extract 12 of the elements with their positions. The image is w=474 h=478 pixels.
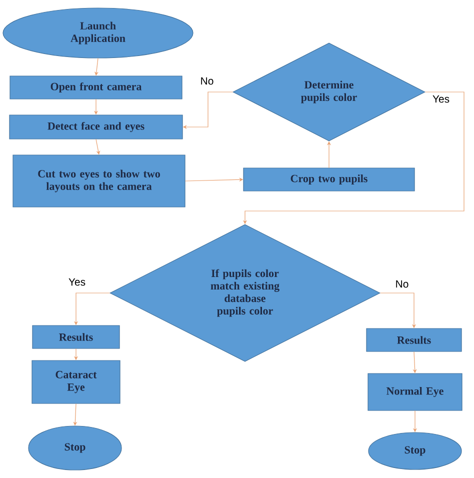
process-box: Open front camera [10,76,182,100]
process-box: Detect face and eyes [9,114,183,140]
process-box: Results [32,325,120,349]
process-box: Cataract Eye [32,360,120,404]
edge-label: Yes [431,94,451,104]
process-box: Normal Eye [368,373,462,411]
process-box: Cut two eyes to show two layouts on the camera [12,154,186,208]
process-box: Crop two pupils [243,168,415,192]
edge-label: No [394,279,410,289]
edge-label: Yes [67,277,87,287]
edge-label: No [199,76,215,86]
process-box: Results [366,328,462,352]
